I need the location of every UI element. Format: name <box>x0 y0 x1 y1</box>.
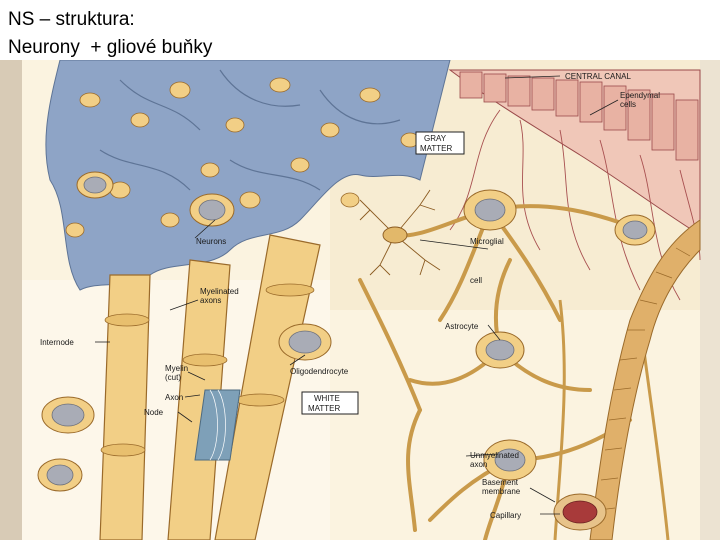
label-basement-2: membrane <box>482 487 521 496</box>
astrocytes <box>463 189 656 481</box>
label-myelinated-2: axons <box>200 296 221 305</box>
label-oligodendrocyte: Oligodendrocyte <box>290 367 349 376</box>
label-node: Node <box>144 408 164 417</box>
right-edge-shadow <box>700 60 720 540</box>
label-unmyelinated-1: Unmyelinated <box>470 451 519 460</box>
label-gray-matter-1: GRAY <box>424 134 447 143</box>
label-unmyelinated-2: axon <box>470 460 487 469</box>
label-central-canal: CENTRAL CANAL <box>565 72 631 81</box>
label-ependymal-2: cells <box>620 100 636 109</box>
label-leaders <box>95 75 619 515</box>
illustration-canvas: CENTRAL CANAL Ependymal cells GRAY MATTE… <box>0 60 720 540</box>
label-gray-matter-2: MATTER <box>420 144 453 153</box>
slide-title: NS – struktura: Neurony + gliové buňky <box>8 6 212 62</box>
neural-tissue-illustration: CENTRAL CANAL Ependymal cells GRAY MATTE… <box>0 60 720 540</box>
title-line-2: Neurony + gliové buňky <box>8 37 213 58</box>
labels: CENTRAL CANAL Ependymal cells GRAY MATTE… <box>40 72 660 520</box>
label-axon: Axon <box>165 393 183 402</box>
label-microglial-2: cell <box>470 276 482 285</box>
myelin-segments <box>100 283 315 457</box>
neuron-cluster <box>76 171 235 227</box>
capillary <box>553 219 701 540</box>
label-internode: Internode <box>40 338 74 347</box>
label-myelin-2: (cut) <box>165 373 181 382</box>
title-line-1: NS – struktura: <box>8 9 135 30</box>
microglial-cell <box>359 189 441 276</box>
label-myelin-1: Myelin <box>165 364 188 373</box>
label-astrocyte: Astrocyte <box>445 322 479 331</box>
label-white-matter-1: WHITE <box>314 394 340 403</box>
gray-matter-box <box>415 131 465 155</box>
label-microglial-1: Microglial <box>470 237 504 246</box>
myelin-cut-section <box>194 389 241 461</box>
label-ependymal-1: Ependymal <box>620 91 660 100</box>
white-matter-box <box>301 391 359 415</box>
label-white-matter-2: MATTER <box>308 404 341 413</box>
myelinated-axons <box>99 234 321 540</box>
left-edge-shadow <box>0 60 22 540</box>
ventricle-branches <box>99 69 401 191</box>
glial-end-feet <box>65 77 420 238</box>
label-capillary: Capillary <box>490 511 521 520</box>
oligodendrocytes <box>37 323 332 492</box>
label-basement-1: Basement <box>482 478 519 487</box>
ependymal-cells <box>459 71 699 161</box>
label-myelinated-1: Myelinated <box>200 287 239 296</box>
label-neurons: Neurons <box>196 237 226 246</box>
